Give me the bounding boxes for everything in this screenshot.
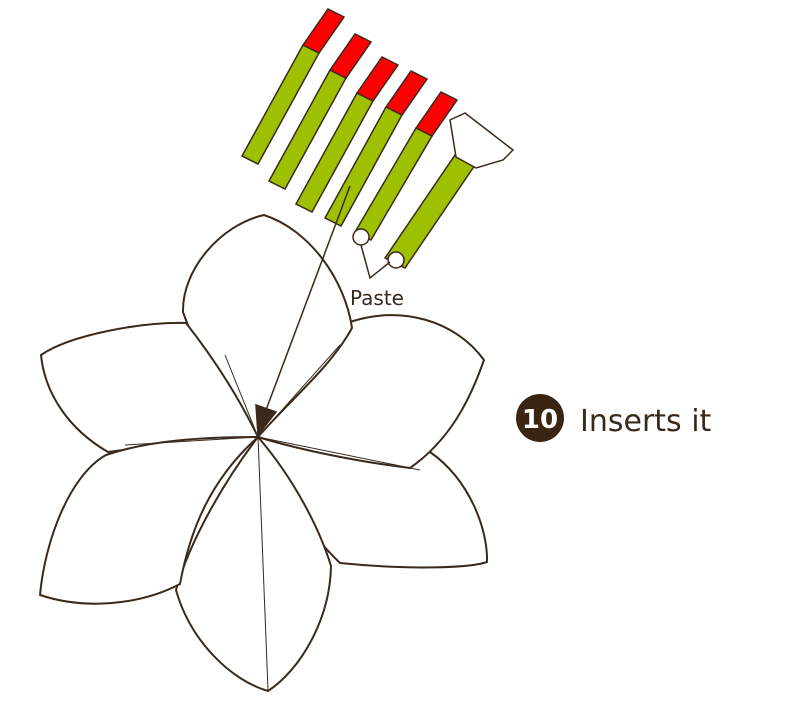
petal-lower-left (39, 436, 259, 605)
stamen-1 (240, 8, 346, 165)
stamen-2 (267, 33, 373, 190)
step-text: Inserts it (580, 404, 712, 439)
stamen-3 (294, 56, 400, 213)
paste-leader-lines (360, 244, 391, 280)
paste-point-2 (387, 251, 405, 269)
step-number-badge (516, 394, 564, 442)
insert-arrow (255, 185, 351, 438)
paste-point-1 (352, 228, 370, 246)
paste-points (352, 228, 405, 269)
step-instruction: 10 Inserts it (516, 394, 712, 442)
step-number: 10 (522, 405, 558, 435)
pistil (383, 112, 515, 269)
flower (39, 214, 489, 692)
paste-label: Paste (350, 286, 404, 310)
stamens (240, 8, 515, 269)
petal-bottom (175, 436, 332, 692)
petal-fold-lines (124, 344, 421, 691)
